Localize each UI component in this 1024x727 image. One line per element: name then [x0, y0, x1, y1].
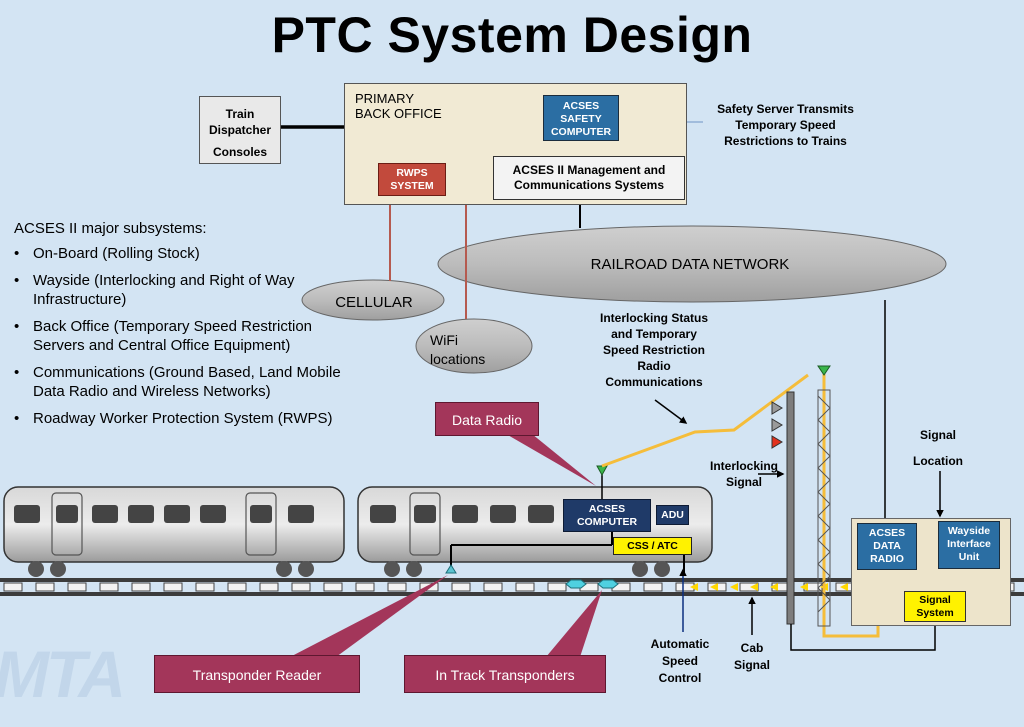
mgmt-line1: ACSES II Management and	[512, 163, 666, 177]
auto-speed-line3: Control	[658, 671, 702, 685]
radio-line3: Speed Restriction	[602, 343, 706, 357]
interlocking-signal-mast	[786, 391, 795, 625]
train-dispatcher-consoles: Train Dispatcher Consoles	[199, 96, 281, 164]
data-radio-line2: DATA	[873, 540, 901, 552]
transponder-reader-marker	[445, 564, 457, 574]
track-top-rail	[0, 578, 1024, 582]
transponder-reader-pointer	[290, 575, 448, 657]
radio-line4: Radio	[637, 359, 671, 373]
subsystems-heading: ACSES II major subsystems:	[14, 220, 207, 237]
radio-communications-note: Interlocking Status and Temporary Speed …	[574, 310, 734, 390]
adu-box: ADU	[656, 505, 689, 525]
wayside-antenna	[817, 365, 831, 376]
data-radio-line1: ACSES	[868, 527, 906, 539]
data-radio-callout: Data Radio	[435, 402, 539, 436]
cab-signal-label: Cab Signal	[726, 640, 778, 674]
signal-loc-line1: Signal	[919, 428, 956, 442]
signal-system-line2: System	[916, 607, 954, 619]
onboard-acses-computer: ACSES COMPUTER	[563, 499, 651, 532]
cab-signal-arrows	[690, 583, 848, 591]
acses-computer-line2: COMPUTER	[576, 516, 638, 528]
safety-note-line2: Temporary Speed	[735, 118, 836, 132]
radio-line1: Interlocking Status	[599, 311, 709, 325]
cellular-label: CELLULAR	[335, 294, 413, 311]
auto-speed-line2: Speed	[661, 654, 698, 668]
mta-logo: MTA	[0, 637, 126, 711]
wayside-line3: Unit	[958, 551, 980, 563]
in-track-transponder-2	[597, 579, 619, 589]
in-track-pointer	[546, 590, 602, 657]
signal-light-1	[771, 401, 783, 415]
dispatcher-line3: Consoles	[212, 145, 267, 159]
signal-light-3	[771, 435, 783, 449]
subsystem-item: Roadway Worker Protection System (RWPS)	[14, 409, 364, 428]
safety-note-line3: Restrictions to Trains	[724, 134, 847, 148]
safety-note-line1: Safety Server Transmits	[717, 102, 854, 116]
acses-data-radio: ACSES DATA RADIO	[857, 523, 917, 570]
css-atc-box: CSS / ATC	[613, 537, 692, 555]
tower-lattice	[817, 395, 831, 613]
signal-light-2	[771, 418, 783, 432]
radio-line2: and Temporary	[611, 327, 697, 341]
interlocking-line1: Interlocking	[709, 459, 778, 473]
safety-server-note: Safety Server Transmits Temporary Speed …	[698, 101, 873, 149]
subsystem-item: Wayside (Interlocking and Right of Way I…	[14, 271, 364, 309]
subsystems-list: On-Board (Rolling Stock) Wayside (Interl…	[14, 244, 364, 436]
signal-system-wire	[790, 622, 936, 651]
in-track-transponder-1	[565, 579, 587, 589]
dispatcher-line2: Dispatcher	[208, 123, 272, 137]
wifi-label: WiFi locations	[430, 331, 485, 369]
radio-line5: Communications	[605, 375, 703, 389]
signal-system-line1: Signal	[919, 594, 951, 606]
wifi-cloud	[415, 318, 533, 374]
mgmt-line2: Communications Systems	[513, 178, 665, 192]
rwps-line2: SYSTEM	[390, 180, 434, 192]
rwps-line1: RWPS	[396, 167, 428, 179]
wayside-antenna-tower	[817, 389, 831, 627]
signal-location-label: Signal Location	[900, 422, 976, 474]
safety-line3: COMPUTER	[550, 126, 612, 138]
interlocking-signal-label: Interlocking Signal	[698, 458, 790, 490]
cab-signal-line1: Cab	[740, 641, 764, 655]
acses-safety-computer: ACSES SAFETY COMPUTER	[543, 95, 619, 141]
automatic-speed-control-label: Automatic Speed Control	[640, 636, 720, 687]
signal-loc-line2: Location	[913, 454, 963, 468]
subsystem-item: Communications (Ground Based, Land Mobil…	[14, 363, 364, 401]
radio-link-zigzag	[601, 373, 809, 468]
safety-line1: ACSES	[562, 100, 600, 112]
subsystem-item: On-Board (Rolling Stock)	[14, 244, 364, 263]
cab-signal-line2: Signal	[733, 658, 770, 672]
railroad-network-cloud	[437, 225, 947, 303]
transponder-reader-callout: Transponder Reader	[154, 655, 360, 693]
data-radio-pointer	[506, 434, 596, 486]
back-office-label: PRIMARY BACK OFFICE	[355, 91, 442, 121]
wayside-line2: Interface	[947, 538, 991, 550]
back-office-line2: BACK OFFICE	[355, 106, 442, 121]
management-systems: ACSES II Management and Communications S…	[493, 156, 685, 200]
dispatcher-line1: Train	[225, 107, 255, 121]
wayside-interface-unit: Wayside Interface Unit	[938, 521, 1000, 569]
safety-line2: SAFETY	[560, 113, 602, 125]
interlocking-line2: Signal	[725, 475, 762, 489]
train-car-lead	[357, 486, 713, 577]
track-bottom-rail	[0, 592, 1024, 596]
rwps-system: RWPS SYSTEM	[378, 163, 446, 196]
in-track-transponders-callout: In Track Transponders	[404, 655, 606, 693]
auto-speed-line1: Automatic	[650, 637, 710, 651]
wayside-line1: Wayside	[947, 525, 991, 537]
page-title: PTC System Design	[271, 7, 753, 63]
data-radio-line3: RADIO	[870, 553, 904, 565]
radio-comm-arrow	[654, 399, 688, 424]
back-office-line1: PRIMARY	[355, 91, 414, 106]
subsystem-item: Back Office (Temporary Speed Restriction…	[14, 317, 364, 355]
railroad-network-label: RAILROAD DATA NETWORK	[590, 256, 790, 273]
wifi-line1: WiFi	[430, 332, 458, 348]
train-car-rear	[3, 486, 345, 577]
wifi-line2: locations	[430, 351, 486, 367]
signal-system-box: Signal System	[904, 591, 966, 622]
acses-computer-line1: ACSES	[588, 503, 626, 515]
train-antenna	[596, 465, 608, 477]
